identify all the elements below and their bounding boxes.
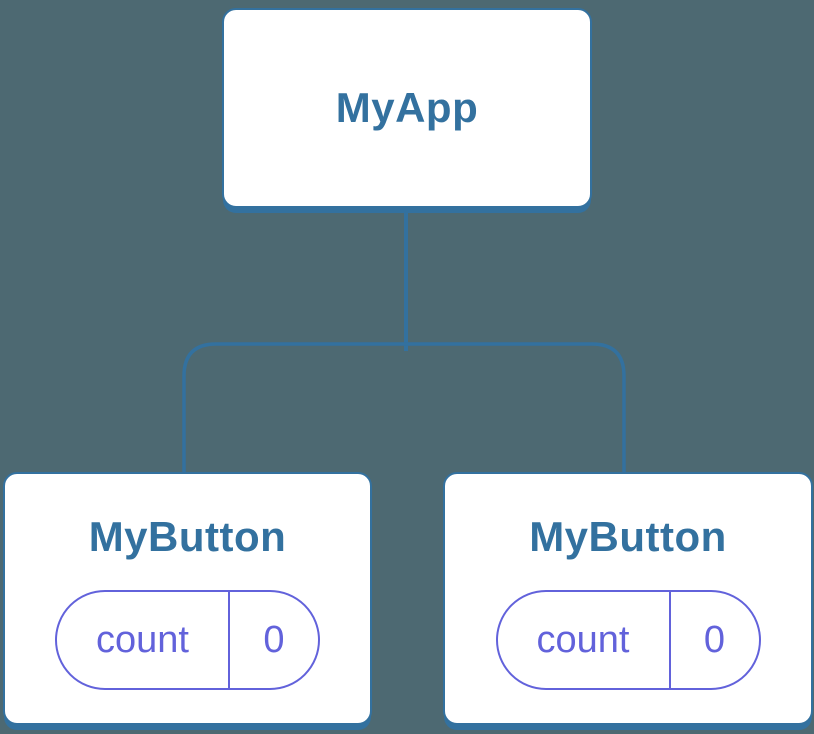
- component-label: MyApp: [335, 84, 479, 131]
- state-key-cell: count: [498, 592, 671, 688]
- connector-bracket: [182, 342, 626, 474]
- state-key-label: count: [536, 619, 630, 661]
- component-label: MyButton: [88, 513, 287, 560]
- component-node-root: MyApp: [222, 8, 592, 208]
- state-value: 0: [703, 619, 726, 661]
- state-key-cell: count: [57, 592, 230, 688]
- component-node-child-left: MyButton count 0: [3, 472, 372, 725]
- state-pill: count 0: [55, 590, 320, 690]
- state-value: 0: [263, 619, 285, 661]
- component-label: MyButton: [529, 513, 727, 560]
- state-value-cell: 0: [671, 592, 759, 688]
- state-key-label: count: [96, 619, 189, 661]
- state-value-cell: 0: [230, 592, 318, 688]
- component-node-child-right: MyButton count 0: [443, 472, 813, 725]
- state-pill: count 0: [495, 590, 761, 690]
